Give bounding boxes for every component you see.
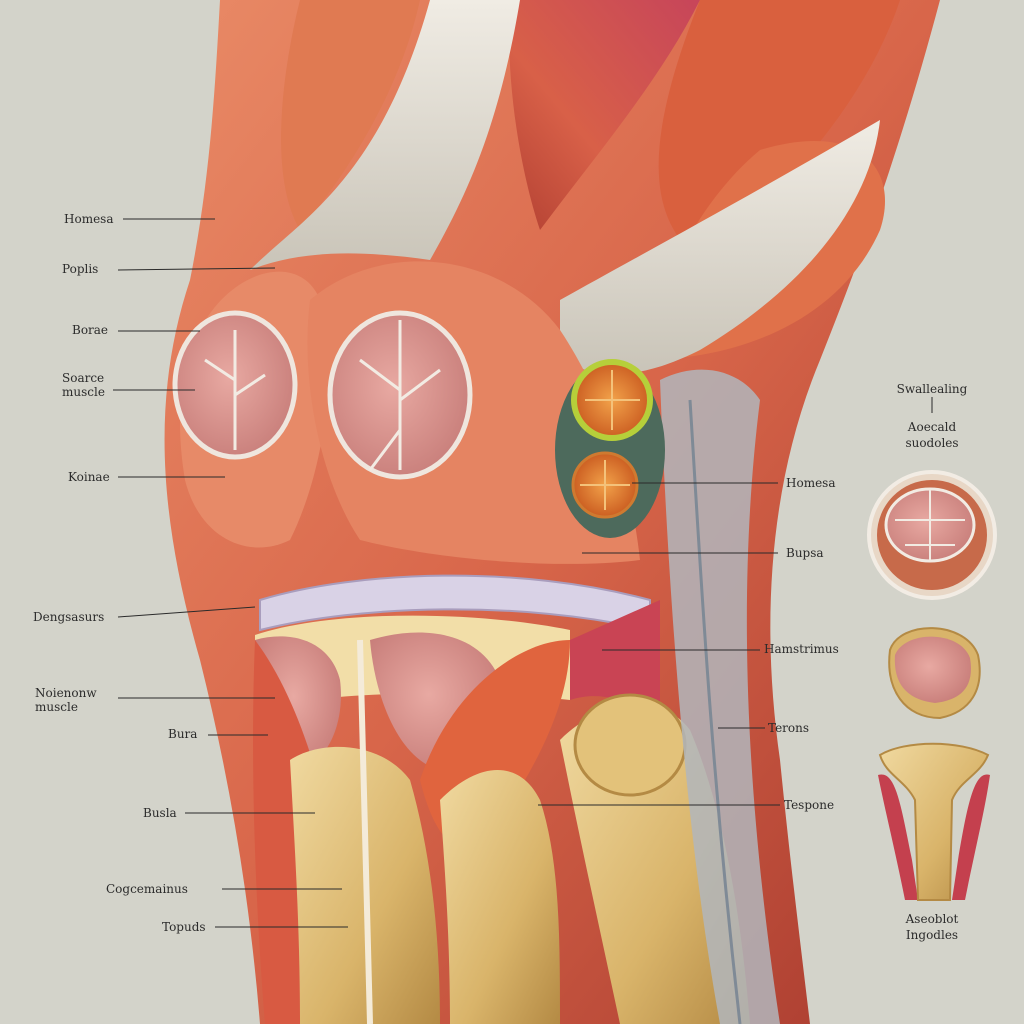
side-heading-1: Swallealing <box>896 382 968 396</box>
label-noienonw-muscle: Noienonw muscle <box>35 686 97 714</box>
label-soarce: Soarce <box>62 371 105 385</box>
label-bupsa: Bupsa <box>786 546 824 560</box>
label-bura: Bura <box>168 727 198 741</box>
label-homesa-right: Homesa <box>786 476 836 490</box>
label-muscle: muscle <box>62 385 105 399</box>
label-borae: Borae <box>72 323 109 337</box>
label-koinae: Koinae <box>68 470 110 484</box>
label-soarce-muscle: Soarce muscle <box>62 371 105 399</box>
label-hamstrimus: Hamstrimus <box>764 642 839 656</box>
side-footer-2: Ingodles <box>905 928 959 942</box>
label-homesa-left: Homesa <box>64 212 114 226</box>
label-noienonw: Noienonw <box>35 686 97 700</box>
label-poplis: Poplis <box>62 262 99 276</box>
label-dengsasurs: Dengsasurs <box>33 610 105 624</box>
label-tespone: Tespone <box>784 798 835 812</box>
side-heading-3: suodoles <box>905 436 959 450</box>
label-busla: Busla <box>143 806 177 820</box>
side-heading-2: Aoecald <box>907 420 957 434</box>
label-terons: Terons <box>768 721 810 735</box>
side-footer-1: Aseoblot <box>905 912 959 926</box>
label-muscle-2: muscle <box>35 700 78 714</box>
label-cogcemainus: Cogcemainus <box>106 882 188 896</box>
label-topuds: Topuds <box>162 920 206 934</box>
